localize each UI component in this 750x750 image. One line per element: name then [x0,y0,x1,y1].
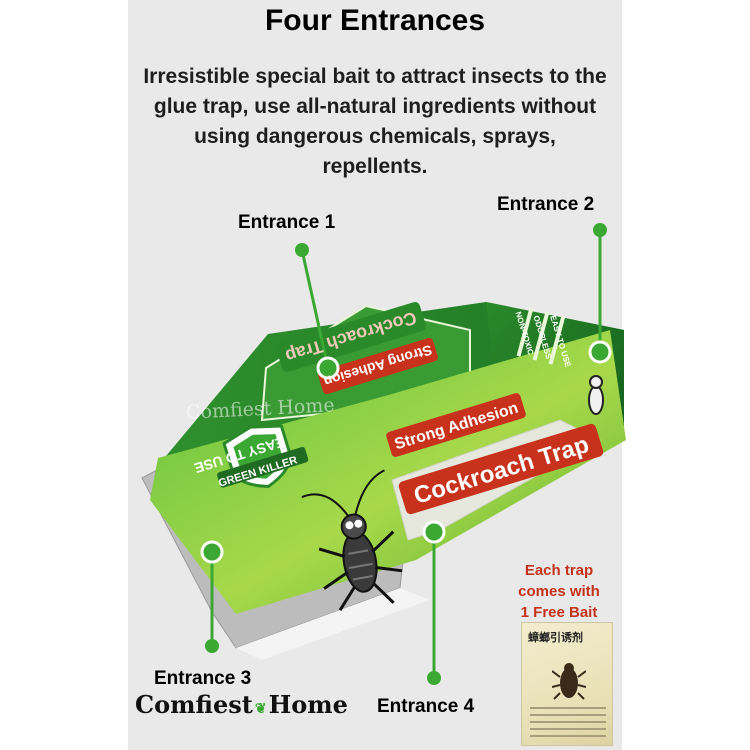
marker-1-top [295,243,309,257]
bait-packet-print [530,707,606,742]
entrance-1-label: Entrance 1 [238,212,336,233]
footer-brand-left: Comfiest [135,690,253,719]
bait-packet-title: 蟑螂引诱剂 [528,631,583,644]
entrance-connectors [210,230,602,678]
free-bait-line-1: Each trap [524,562,594,579]
marker-4-bottom [427,671,441,685]
cockroach-icon [552,663,586,700]
glue-tray-white [236,588,430,660]
marker-1 [316,356,340,380]
marker-2-top [593,223,607,237]
cockroach-icon [301,469,403,611]
free-bait-line-2: comes with [518,583,600,600]
entrance-2-label: Entrance 2 [497,194,595,215]
entrance-3-label: Entrance 3 [154,668,252,689]
label-strong-adhesion-flap [318,337,438,395]
description-text: Irresistible special bait to attract ins… [143,65,607,178]
side-bug-icon [588,375,604,415]
marker-2 [588,340,612,364]
marker-3 [200,540,224,564]
free-bait-line-3: 1 Free Bait [520,604,598,621]
side-text [516,307,566,365]
label-cockroach-trap-front [398,423,604,515]
footer-brand: Comfiest❦Home [135,690,348,719]
footer-brand-right: Home [268,690,348,719]
page-title: Four Entrances [264,4,486,37]
shield-logo-icon [217,424,309,488]
entrance-4-label: Entrance 4 [377,696,475,717]
bait-packet: 蟑螂引诱剂 [521,622,613,746]
connector-1 [300,249,330,369]
label-strong-adhesion-front [386,393,526,457]
label-cockroach-trap-flap [276,301,426,373]
marker-3-bottom [205,639,219,653]
leaf-icon: ❦ [254,701,267,717]
free-bait-note: Each trap comes with 1 Free Bait [500,560,618,623]
marker-4 [422,520,446,544]
entrance-markers [200,223,612,685]
